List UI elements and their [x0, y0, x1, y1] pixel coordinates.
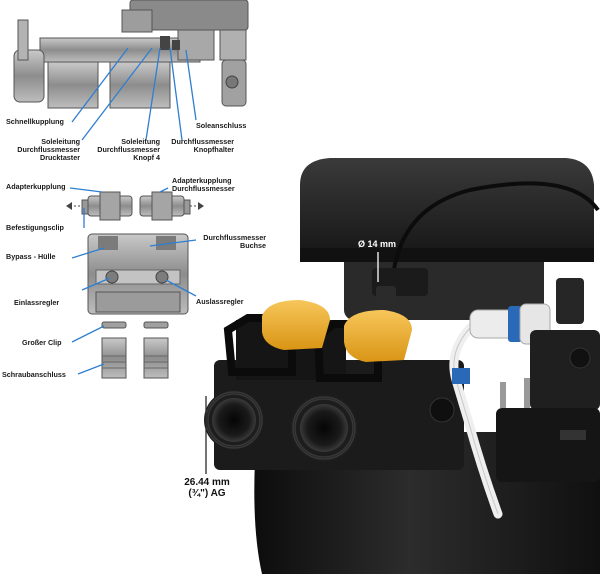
- label-soleleitung-drucktaster-line-1: Soleleitung: [41, 137, 80, 146]
- label-adapterkupplung-right-line-2: Durchflussmesser: [172, 184, 235, 194]
- label-soleanschluss: Soleanschluss: [196, 121, 247, 130]
- label-durchflussmesser-knopfhalter: Durchflussmesser Knopfhalter: [162, 137, 234, 155]
- label-adapterkupplung-right-line-1: Adapterkupplung: [172, 176, 232, 185]
- label-einlassregler: Einlassregler: [14, 298, 60, 307]
- exploded-bypass-diagram: [66, 191, 204, 379]
- label-bypass-huelle: Bypass - Hülle: [6, 252, 56, 261]
- label-soleleitung-drucktaster-line-2: Durchflussmesser: [17, 145, 80, 155]
- top-label-arrows: [71, 47, 197, 141]
- label-grosser-clip: Großer Clip: [22, 338, 62, 347]
- label-schnellkupplung: Schnellkupplung: [6, 117, 64, 126]
- label-auslassregler: Auslassregler: [196, 297, 244, 306]
- label-befestigungsclip: Befestigungsclip: [6, 223, 64, 232]
- label-adapterkupplung-durchflussmesser: Adapterkupplung Durchflussmesser: [172, 176, 235, 194]
- diameter-label: Ø 14 mm: [358, 239, 397, 249]
- label-durchflussmesser-buchse: Durchflussmesser Buchse: [190, 233, 266, 251]
- label-knopfhalter-line-2: Knopfhalter: [193, 145, 234, 155]
- label-schraubanschluss: Schraubanschluss: [2, 370, 66, 379]
- label-knopfhalter-line-1: Durchflussmesser: [171, 137, 234, 146]
- thread-size-label: 26.44 mm (¾") AG: [168, 477, 246, 499]
- label-soleleitung-drucktaster-line-3: Drucktaster: [40, 153, 80, 163]
- thread-size-line-2: (¾") AG: [188, 488, 226, 499]
- softener-photo: [204, 158, 600, 574]
- top-valve-diagram: [13, 0, 249, 109]
- label-buchse-line-1: Durchflussmesser: [203, 233, 266, 242]
- label-buchse-line-2: Buchse: [240, 241, 266, 251]
- exploded-label-arrows: [69, 187, 197, 375]
- label-soleleitung-knopf: Soleleitung Durchflussmesser Knopf 4: [88, 137, 160, 163]
- label-adapterkupplung-left: Adapterkupplung: [6, 182, 66, 191]
- label-soleleitung-drucktaster: Soleleitung Durchflussmesser Drucktaster: [8, 137, 80, 163]
- label-soleleitung-knopf-line-1: Soleleitung: [121, 137, 160, 146]
- label-soleleitung-knopf-line-2: Durchflussmesser: [97, 145, 160, 155]
- label-soleleitung-knopf-line-3: Knopf 4: [133, 153, 160, 163]
- thread-size-line-1: 26.44 mm: [184, 477, 230, 488]
